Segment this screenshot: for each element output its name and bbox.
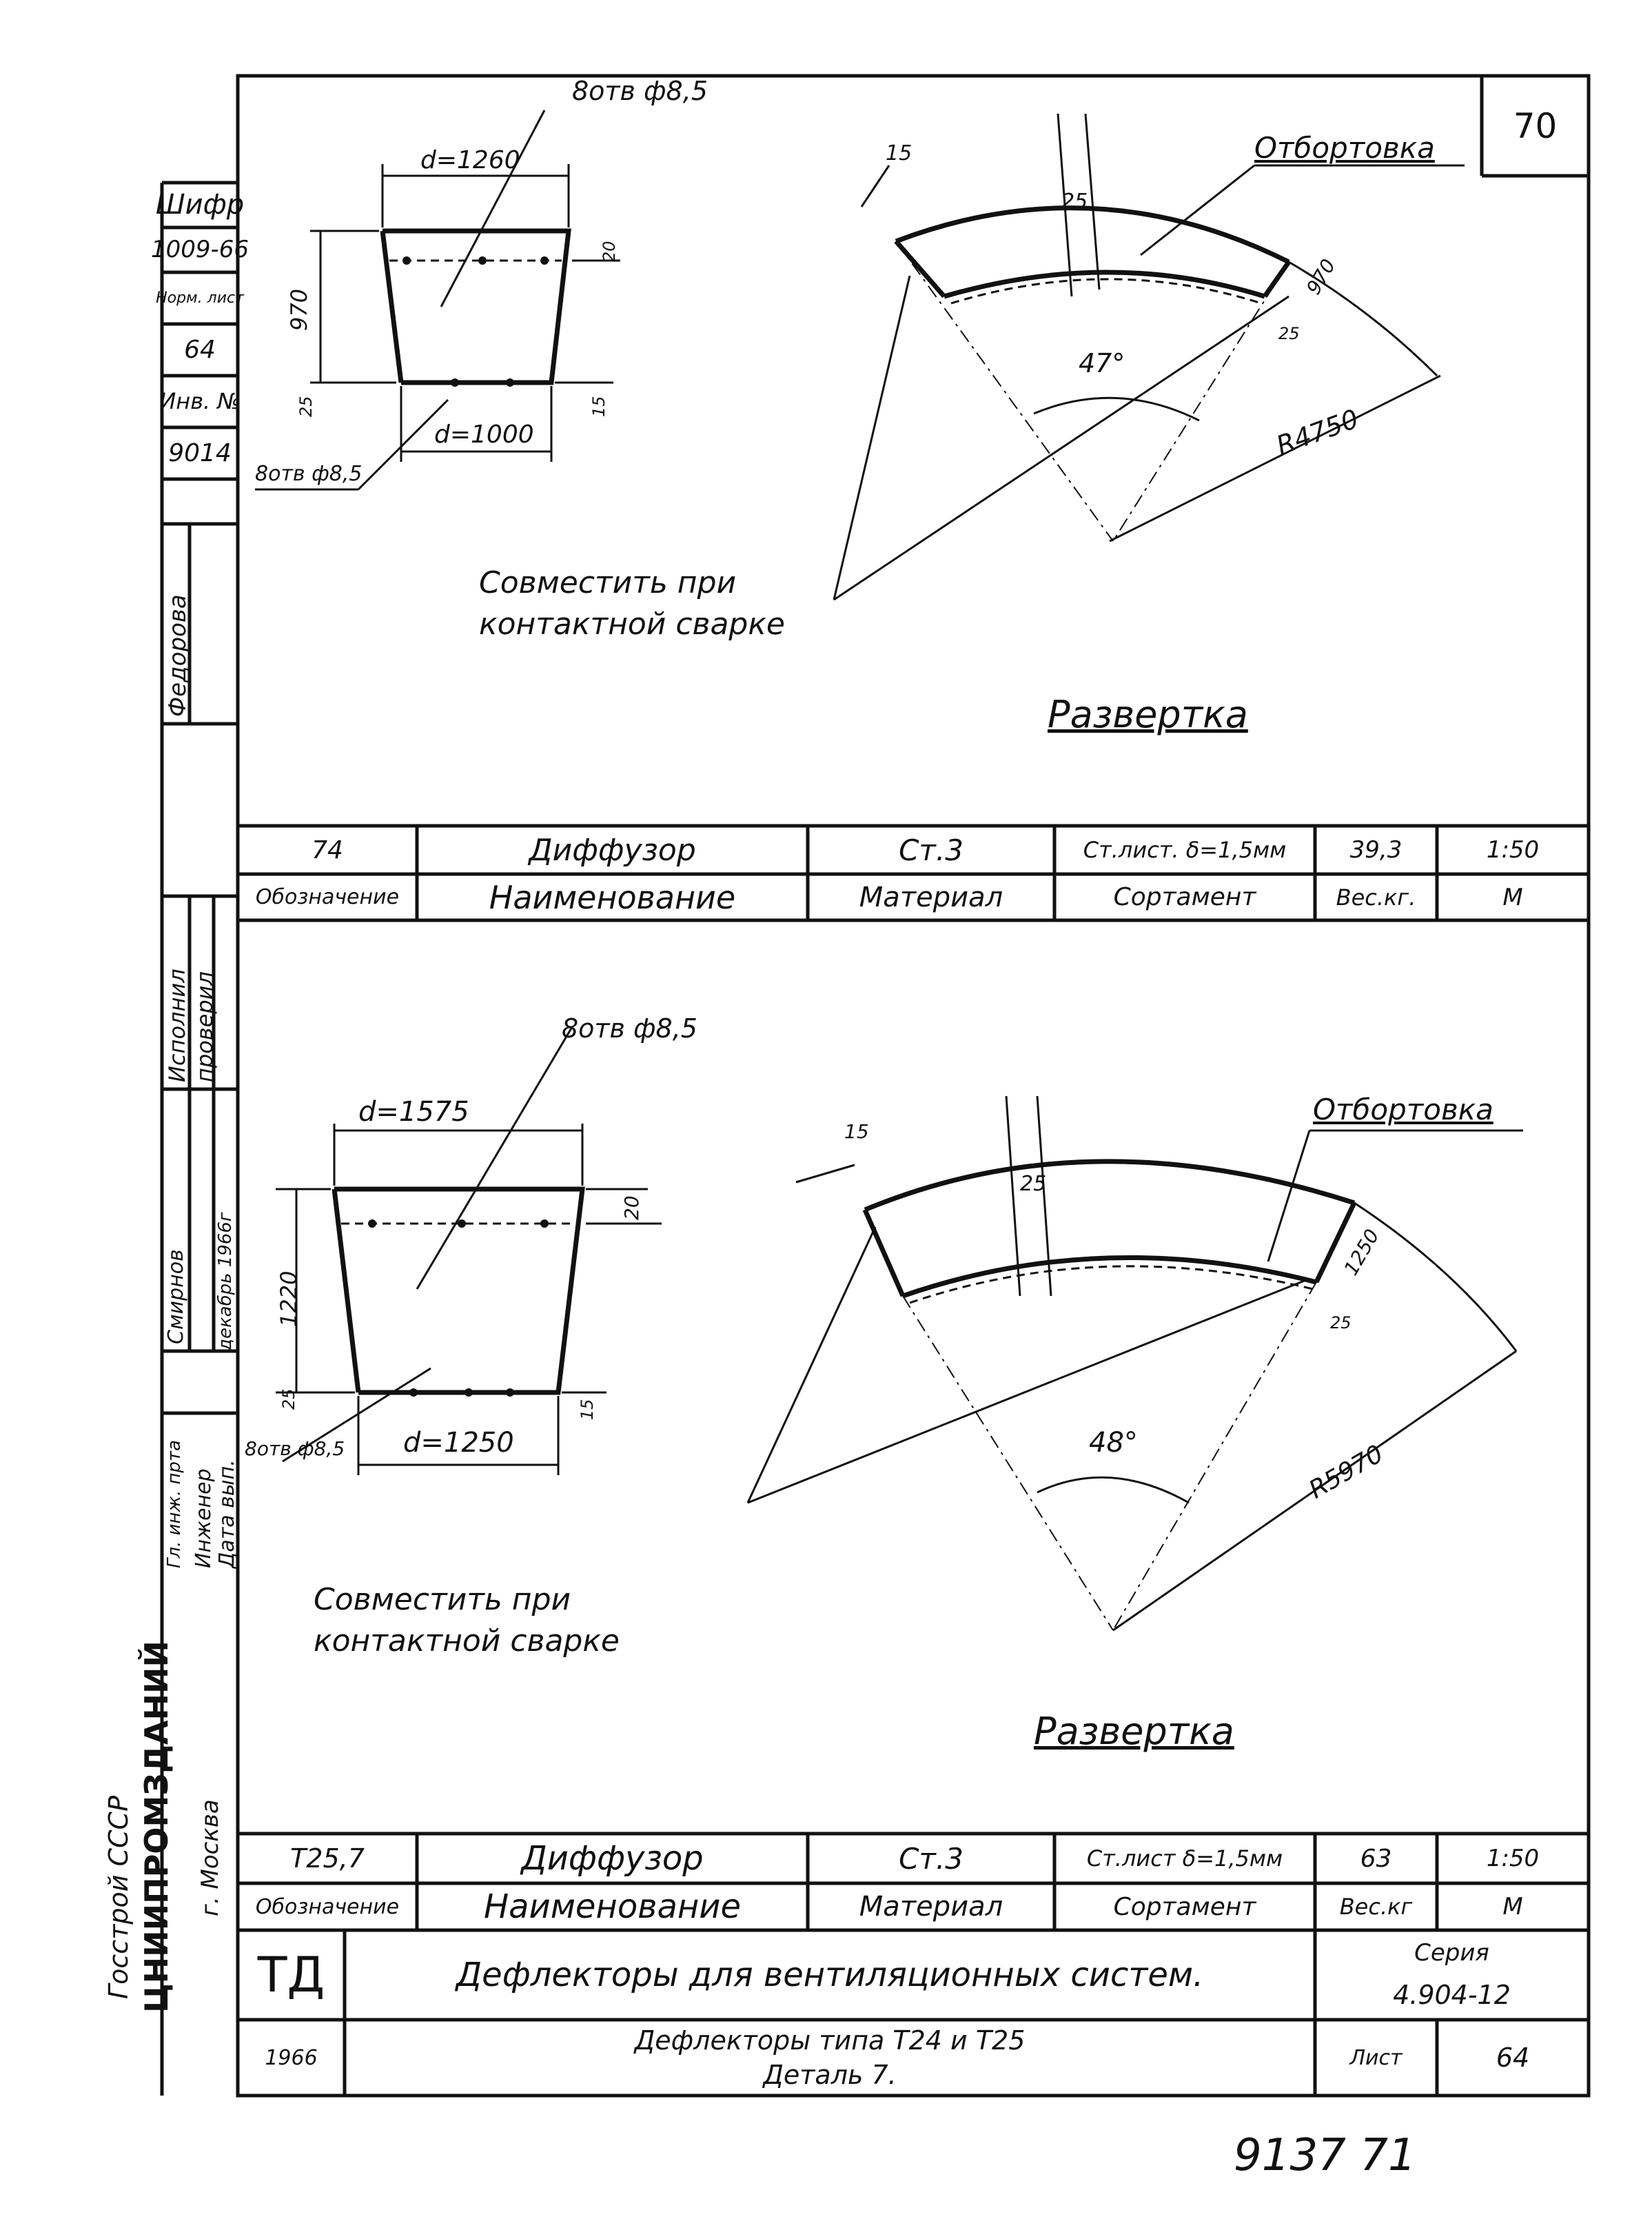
bottom-note-line1: Совместить при [314, 1582, 571, 1617]
top-trapezoid-holes [402, 256, 549, 387]
sheet-number-box: 70 [1513, 105, 1558, 146]
top-angle-label: 47° [1079, 348, 1125, 378]
bottom-dim-15: 15 [578, 1399, 597, 1420]
bottom-dim-25-top: 25 [1020, 1172, 1047, 1196]
bottom-d-top-label: d=1575 [358, 1096, 469, 1128]
bottom-trapezoid [276, 1026, 662, 1475]
inv-value: 9014 [168, 438, 232, 467]
top-development [833, 113, 1465, 601]
top-table-scale: 1:50 [1486, 836, 1540, 864]
bottom-development-label: Развертка [1034, 1710, 1234, 1753]
top-table-h-name: Наименование [489, 878, 736, 916]
stamp-prov-label: проверил [192, 971, 218, 1082]
title-subtitle-1: Дефлекторы типа Т24 и Т25 [634, 2025, 1026, 2056]
bottom-table-h-material: Материал [859, 1891, 1003, 1923]
bottom-trapezoid-holes [368, 1219, 549, 1397]
top-flange-label: Отбортовка [1254, 131, 1435, 165]
bottom-table-h-assortment: Сортамент [1113, 1892, 1256, 1921]
top-dim-left-15: 15 [886, 141, 912, 165]
top-table-h-material: Материал [859, 881, 1003, 913]
bottom-table-h-weight: Вес.кг [1339, 1894, 1413, 1920]
top-note-line1: Совместить при [479, 565, 737, 600]
top-trapezoid [255, 110, 620, 491]
top-note-line2: контактной сварке [479, 607, 785, 642]
bottom-table-h-scale: М [1502, 1893, 1523, 1920]
top-table-h-scale: М [1502, 883, 1523, 911]
top-dim-15: 15 [589, 396, 609, 417]
stamp-inzhener: Инженер [192, 1468, 216, 1568]
inv-label: Инв. № [159, 388, 241, 414]
top-table-assortment: Ст.лист. δ=1,5мм [1083, 837, 1287, 863]
title-subtitle-2: Деталь 7. [763, 2060, 897, 2090]
bottom-d-bottom-label: d=1250 [403, 1427, 514, 1459]
top-height-label: 970 [286, 288, 312, 331]
shifr-value: 1009-66 [150, 236, 249, 263]
org-moscow: г. Москва [196, 1799, 224, 1916]
title-td-mark: ТД [257, 1947, 325, 2003]
top-table-weight: 39,3 [1349, 836, 1403, 864]
stamp-date-value: декабрь 1966г [215, 1212, 236, 1351]
top-table-h-weight: Вес.кг. [1336, 884, 1416, 911]
title-series-value: 4.904-12 [1393, 1979, 1511, 2010]
stamp-gl-inzh: Гл. инж. прта [164, 1439, 185, 1568]
bottom-table-designation: Т25,7 [290, 1843, 365, 1874]
bottom-holes-bottom-label: 8отв ф8,5 [245, 1437, 345, 1460]
title-sheet-value: 64 [1496, 2043, 1530, 2073]
stamp-data: Дата вып. [215, 1459, 239, 1568]
top-dim-25: 25 [296, 396, 316, 417]
top-table-h-assortment: Сортамент [1113, 883, 1256, 911]
bottom-dim-25r: 25 [1330, 1313, 1352, 1332]
shifr-label: Шифр [155, 189, 245, 221]
bottom-flange-label: Отбортовка [1313, 1093, 1493, 1126]
norm-list-value: 64 [184, 335, 216, 364]
title-sheet-label: Лист [1349, 2045, 1403, 2070]
bottom-table-h-name: Наименование [483, 1887, 741, 1926]
top-dim-20: 20 [600, 241, 619, 262]
top-development-label: Развертка [1048, 693, 1248, 736]
bottom-dim-25: 25 [279, 1388, 298, 1410]
bottom-dim-left-15: 15 [844, 1120, 869, 1143]
bottom-table-h-designation: Обозначение [255, 1894, 400, 1919]
top-table-designation: 74 [312, 835, 343, 864]
top-d-top-label: d=1260 [420, 146, 520, 174]
bottom-table-scale: 1:50 [1486, 1845, 1540, 1872]
title-year: 1966 [265, 2045, 318, 2070]
bottom-height-label: 1220 [276, 1270, 302, 1327]
bottom-dim-20: 20 [620, 1195, 643, 1220]
bottom-angle-label: 48° [1089, 1427, 1138, 1459]
bottom-note-line2: контактной сварке [314, 1623, 620, 1659]
top-dim-25r: 25 [1278, 324, 1300, 343]
footer-number: 9137 71 [1234, 2130, 1416, 2181]
bottom-table-material: Ст.3 [899, 1841, 963, 1876]
signature-fedorova: Федорова [164, 594, 192, 717]
top-d-bottom-label: d=1000 [434, 420, 534, 449]
top-table-name: Диффузор [529, 832, 696, 868]
norm-list-label: Норм. лист [156, 289, 244, 307]
top-table-h-designation: Обозначение [255, 885, 400, 909]
stamp-isp-label: Исполнил [164, 969, 190, 1082]
title-series-label: Серия [1414, 1938, 1489, 1967]
stamp-smirnov: Смирнов [164, 1249, 188, 1344]
top-dim-25-top: 25 [1061, 190, 1088, 214]
title-main: Дефлекторы для вентиляционных систем. [456, 1956, 1204, 1994]
bottom-table-weight: 63 [1360, 1844, 1392, 1873]
org-gosstroy: Госстрой СССР [103, 1795, 134, 1999]
bottom-table-assortment: Ст.лист δ=1,5мм [1086, 1845, 1283, 1872]
top-holes-bottom-label: 8отв ф8,5 [255, 462, 363, 486]
bottom-table-name: Диффузор [521, 1839, 704, 1878]
org-tsniipromzdaniy: ЦНИИПРОМЗДАНИЙ [138, 1640, 175, 2013]
top-holes-top-label: 8отв ф8,5 [572, 76, 708, 106]
bottom-holes-top-label: 8отв ф8,5 [562, 1013, 697, 1044]
bottom-development [746, 1095, 1523, 1632]
top-table-material: Ст.3 [899, 833, 963, 867]
